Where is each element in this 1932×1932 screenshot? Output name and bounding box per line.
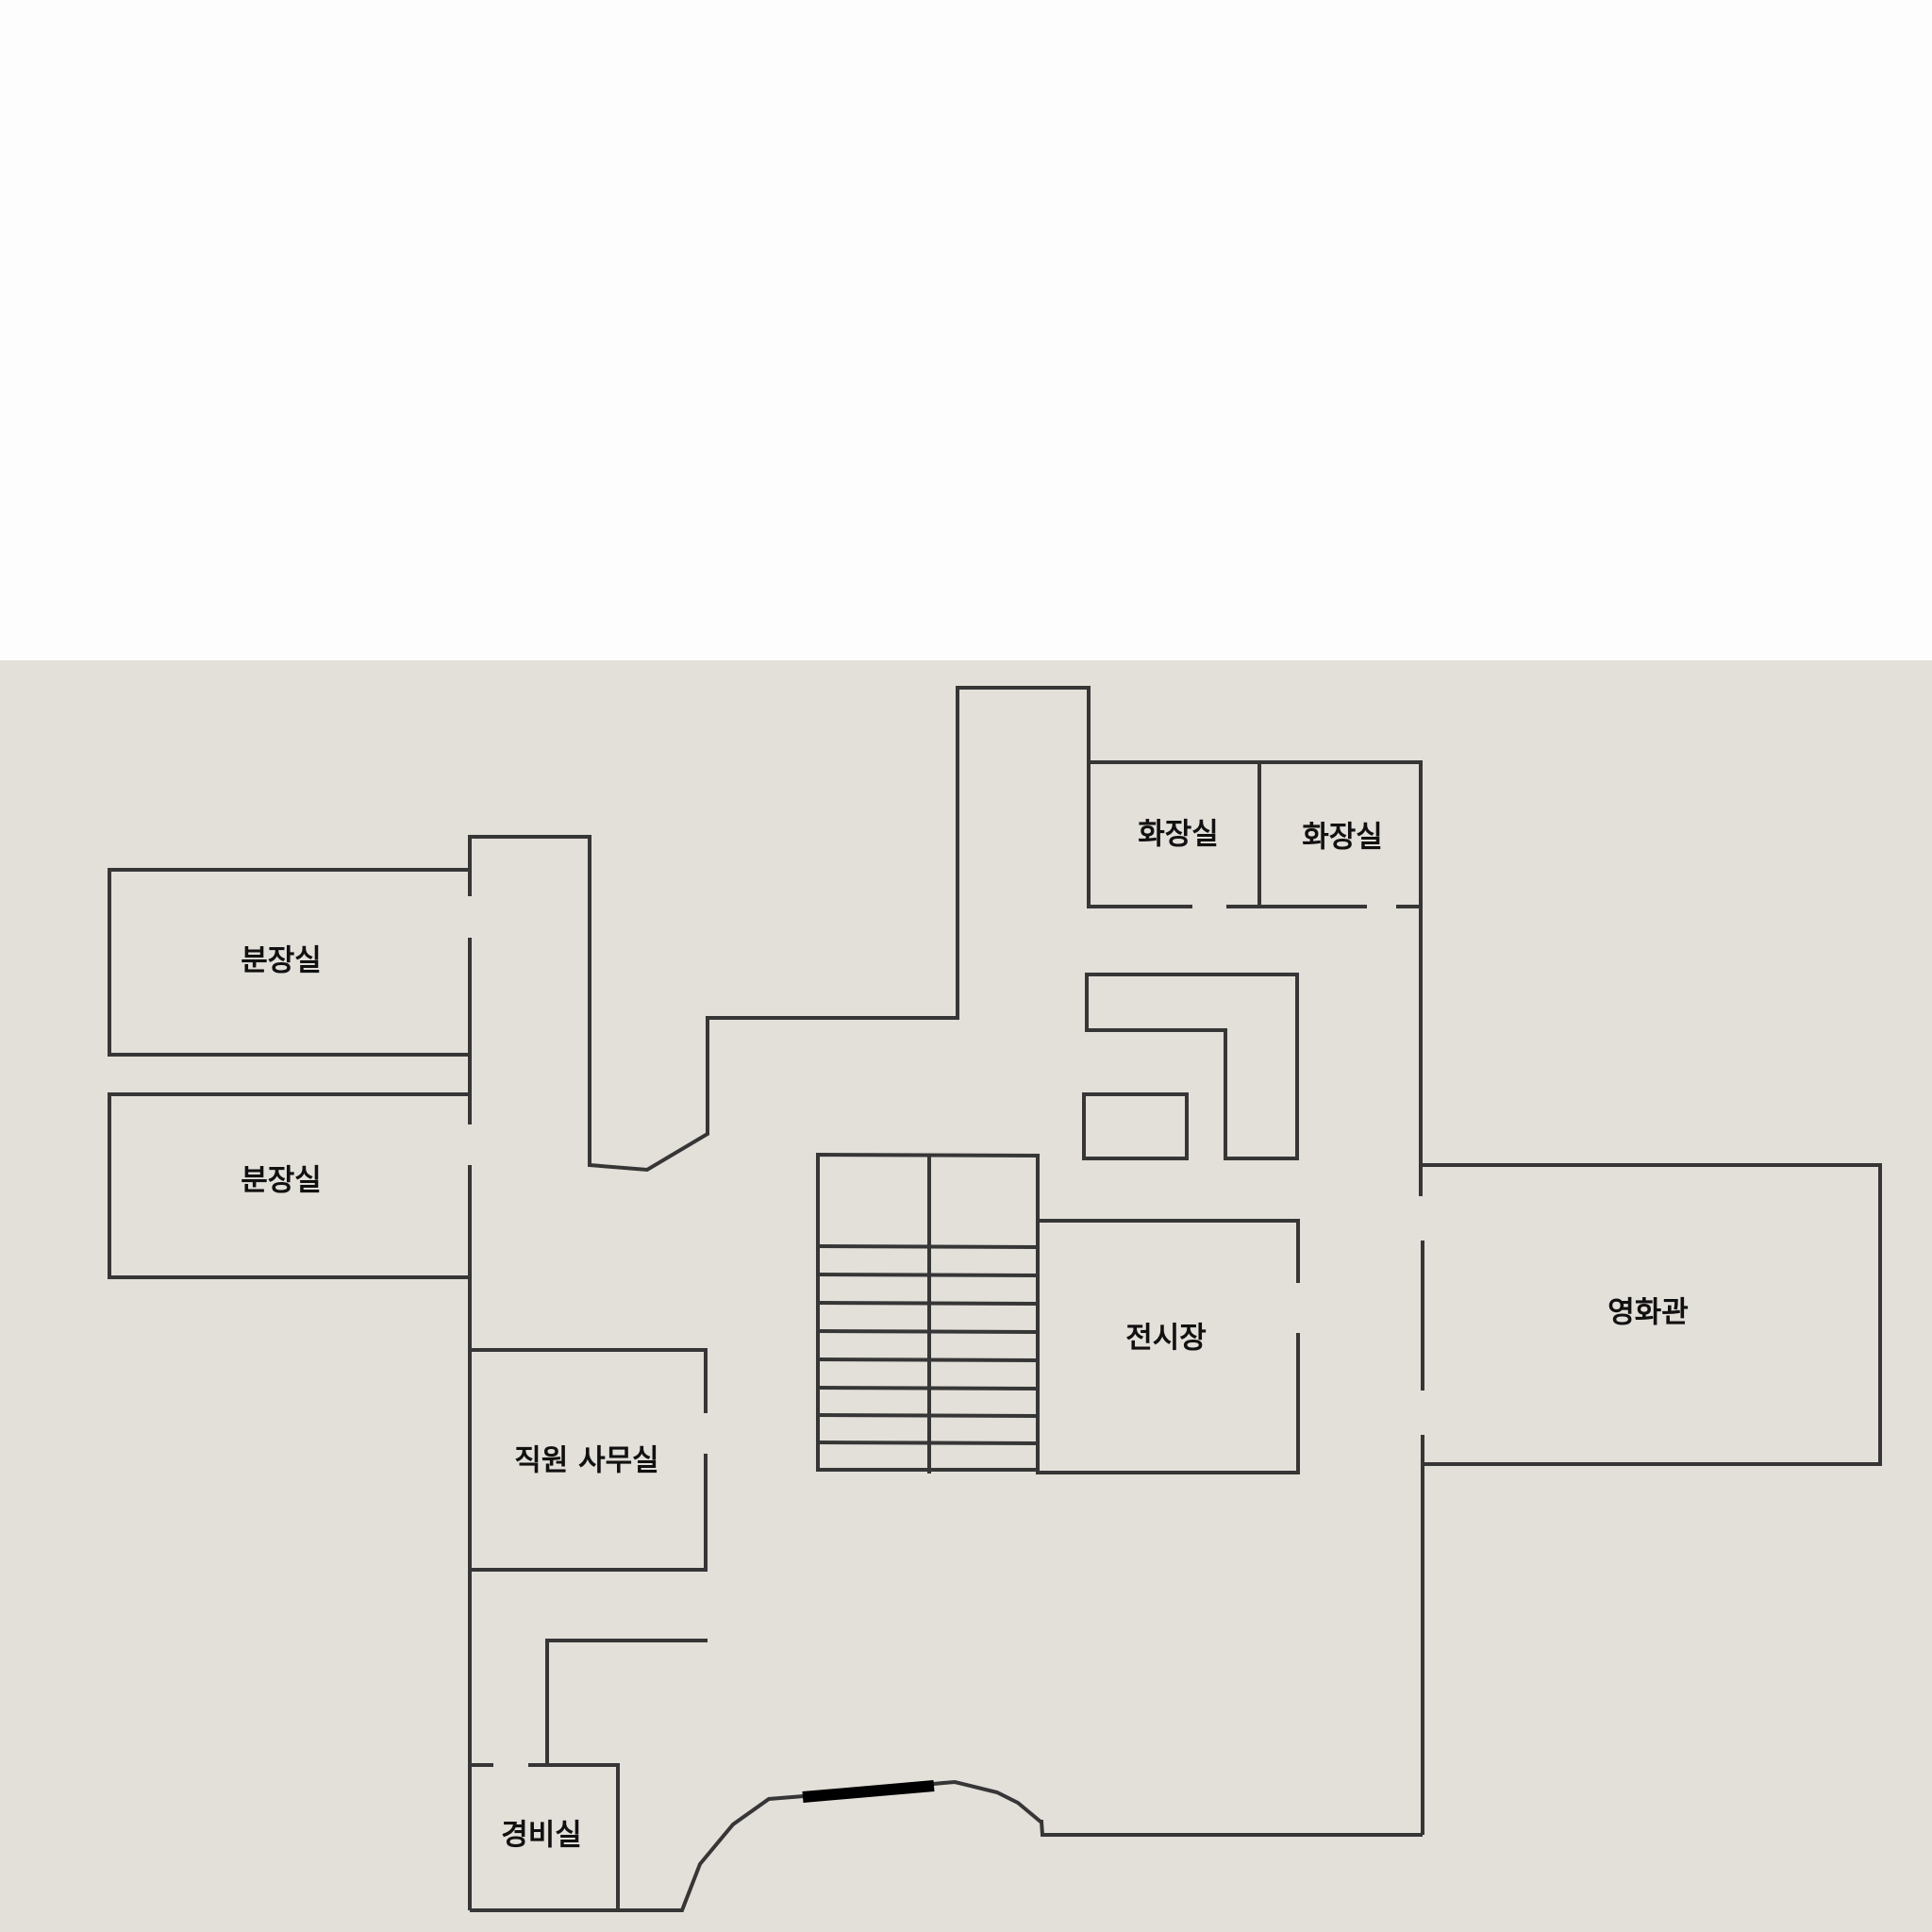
stair-step <box>817 1329 1039 1334</box>
stair-step <box>817 1413 1039 1418</box>
cinema-walls <box>1421 1163 1882 1466</box>
powder-room-upper-label: 분장실 <box>241 944 322 978</box>
restroom-left-label: 화장실 <box>1138 818 1219 852</box>
exhibition-hall-walls-top <box>1038 1219 1300 1283</box>
stair-step <box>817 1273 1039 1277</box>
exhibition-hall <box>1036 1219 1300 1474</box>
entrance-wall <box>618 1779 1423 1912</box>
floor-plan-background <box>0 660 1932 1932</box>
l-shaped-display-case <box>1085 973 1299 1160</box>
powder-room-lower-walls <box>108 1092 470 1279</box>
display-fixtures <box>1082 973 1299 1160</box>
stair-step <box>817 1386 1039 1391</box>
exhibition-hall-walls-bottom <box>1036 1333 1300 1474</box>
stair-step <box>817 1441 1039 1445</box>
exhibition-hall-label: 전시장 <box>1125 1322 1207 1356</box>
restroom-left <box>1087 760 1261 908</box>
powder-room-upper <box>108 868 470 1057</box>
staircase <box>816 1152 1040 1474</box>
staff-office-label: 직원 사무실 <box>514 1444 658 1478</box>
small-display-case <box>1082 1092 1189 1160</box>
inner-partition <box>545 1639 708 1765</box>
left-corridor-walls <box>468 686 1091 1910</box>
main-entrance-door <box>802 1780 935 1803</box>
bottom-entrance-wall <box>618 1779 1423 1912</box>
restroom-right-walls <box>1259 760 1423 908</box>
security-office-label: 경비실 <box>501 1819 582 1853</box>
stair-step <box>817 1301 1039 1306</box>
right-corridor-walls <box>1419 907 1424 1835</box>
cinema <box>1421 1163 1882 1466</box>
restroom-left-walls <box>1087 760 1261 908</box>
stair-step <box>817 1244 1039 1249</box>
security-office-walls <box>470 1763 620 1912</box>
security-office <box>470 1639 708 1912</box>
restroom-right <box>1259 760 1423 908</box>
powder-room-upper-walls <box>108 868 470 1057</box>
corridor-upper-wall <box>468 686 1091 1173</box>
powder-room-lower <box>108 1092 470 1279</box>
staff-office-walls-top <box>470 1348 708 1413</box>
powder-room-lower-label: 분장실 <box>241 1164 322 1198</box>
restroom-right-label: 화장실 <box>1302 821 1383 855</box>
staff-office-walls-bottom <box>470 1454 708 1572</box>
staff-office <box>470 1348 708 1572</box>
stair-step <box>817 1357 1039 1362</box>
cinema-label: 영화관 <box>1607 1296 1689 1330</box>
